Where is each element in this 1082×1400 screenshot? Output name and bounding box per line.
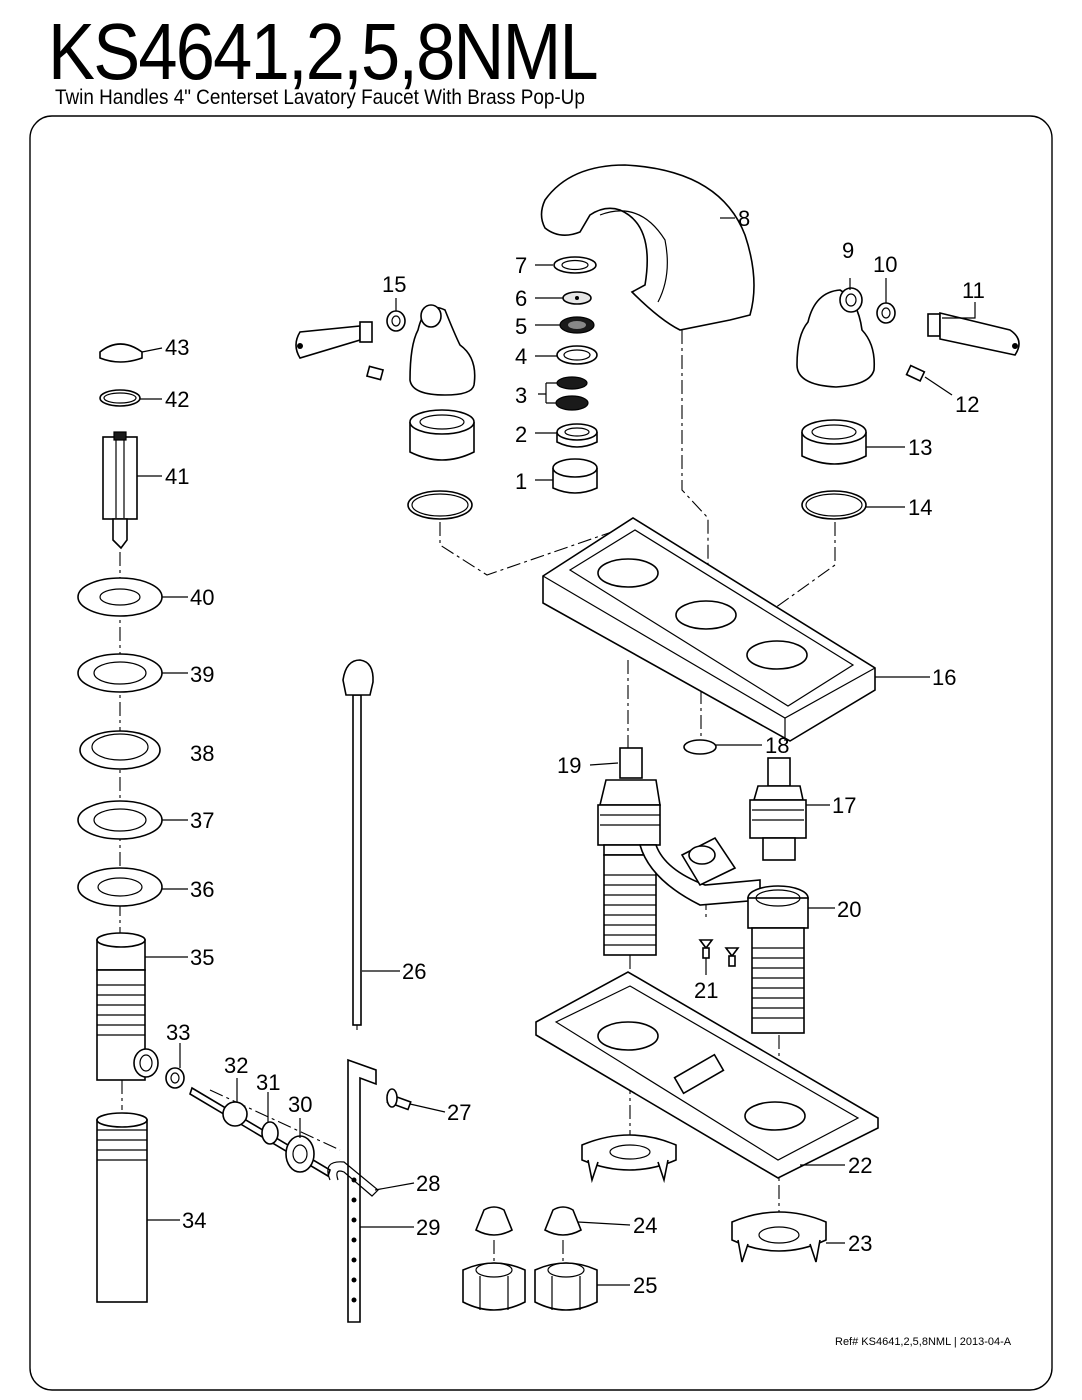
part-8-spout <box>540 164 755 331</box>
callout-33: 33 <box>166 1020 190 1045</box>
part-1-aerator-housing <box>552 458 598 494</box>
part-11-right-lever <box>927 311 1020 356</box>
part-41-stopper-body <box>102 431 138 550</box>
callout-20: 20 <box>837 897 861 922</box>
callout-35: 35 <box>190 945 214 970</box>
callout-37: 37 <box>190 808 214 833</box>
part-27-thumb-screw <box>386 1088 412 1111</box>
part-36-washer <box>77 867 163 907</box>
left-handle-lever <box>295 321 373 359</box>
callout-18: 18 <box>765 733 789 758</box>
mounting-nut-left <box>581 1134 677 1184</box>
callout-2: 2 <box>515 422 527 447</box>
callout-29: 29 <box>416 1215 440 1240</box>
diagram-frame <box>29 115 1053 1391</box>
callout-30: 30 <box>288 1092 312 1117</box>
callout-28: 28 <box>416 1171 440 1196</box>
part-23-mounting-nut <box>731 1211 827 1263</box>
callout-11: 11 <box>962 278 985 303</box>
model-number: KS4641,2,5,8NML <box>48 7 599 96</box>
callout-9: 9 <box>842 238 854 263</box>
part-29-clevis-strap <box>347 1058 377 1323</box>
part-38-washer <box>79 730 161 770</box>
part-21-screws <box>698 939 740 967</box>
callout-42: 42 <box>165 387 189 412</box>
callout-43: 43 <box>165 335 189 360</box>
callout-16: 16 <box>932 665 956 690</box>
callout-4: 4 <box>515 344 527 369</box>
callout-8: 8 <box>738 206 750 231</box>
part-25-coupling-nuts <box>462 1262 598 1311</box>
callout-19: 19 <box>557 753 581 778</box>
part-34-tailpiece <box>96 1112 148 1303</box>
part-20-waterway-body <box>603 836 809 1034</box>
callout-17: 17 <box>832 793 856 818</box>
callout-26: 26 <box>402 959 426 984</box>
callout-5: 5 <box>515 314 527 339</box>
part-16-deck-plate <box>542 517 876 742</box>
callout-numbers: 8 7 6 5 4 3 2 1 9 10 11 12 13 14 15 16 1… <box>165 206 985 1298</box>
part-9-right-handle-body <box>796 287 876 388</box>
callout-6: 6 <box>515 286 527 311</box>
part-10-washer <box>876 302 896 324</box>
part-24-compression-sleeves <box>474 1206 583 1236</box>
callout-10: 10 <box>873 252 897 277</box>
part-14-o-ring <box>801 490 867 520</box>
callout-36: 36 <box>190 877 214 902</box>
left-handle-body <box>365 304 476 396</box>
part-40-flange <box>77 577 163 617</box>
callout-23: 23 <box>848 1231 872 1256</box>
callout-34: 34 <box>182 1208 206 1233</box>
callout-21: 21 <box>694 978 718 1003</box>
callout-39: 39 <box>190 662 214 687</box>
part-26-lift-rod <box>342 659 374 1026</box>
callout-24: 24 <box>633 1213 657 1238</box>
callout-7: 7 <box>515 253 527 278</box>
part-2-aerator-body <box>556 423 598 448</box>
callout-41: 41 <box>165 464 189 489</box>
callout-13: 13 <box>908 435 932 460</box>
left-o-ring <box>407 490 473 520</box>
callout-40: 40 <box>190 585 214 610</box>
part-5-aerator-insert <box>559 316 595 334</box>
part-15-washer <box>386 310 406 332</box>
callout-27: 27 <box>447 1100 471 1125</box>
part-22-base-gasket <box>535 971 879 1179</box>
left-bonnet-nut <box>409 409 475 461</box>
part-3-gaskets <box>555 376 589 411</box>
part-12-set-screw <box>905 364 926 382</box>
part-28-spring-clip <box>327 1161 379 1197</box>
leader-lines <box>137 217 976 1286</box>
part-4-ring <box>556 345 598 365</box>
part-17-right-valve-cartridge <box>749 757 807 861</box>
callout-14: 14 <box>908 495 932 520</box>
part-19-left-valve-cartridge <box>597 747 661 846</box>
callout-31: 31 <box>256 1070 280 1095</box>
part-42-o-ring <box>99 389 141 407</box>
callout-25: 25 <box>633 1273 657 1298</box>
part-35-drain-body <box>96 932 159 1081</box>
part-7-washer <box>553 256 597 274</box>
part-43-stopper-cap <box>99 343 143 363</box>
part-37-washer <box>77 800 163 840</box>
callout-3: 3 <box>515 383 527 408</box>
callout-15: 15 <box>382 272 406 297</box>
part-13-bonnet-nut <box>801 419 867 465</box>
part-18-o-ring <box>683 739 717 755</box>
callout-12: 12 <box>955 392 979 417</box>
part-33-nut <box>165 1067 185 1089</box>
callout-32: 32 <box>224 1053 248 1078</box>
part-39-gasket <box>77 653 163 693</box>
product-description: Twin Handles 4" Centerset Lavatory Fauce… <box>55 86 585 109</box>
callout-1: 1 <box>515 469 527 494</box>
callout-38: 38 <box>190 741 214 766</box>
callout-22: 22 <box>848 1153 872 1178</box>
part-31-pivot-washer <box>261 1121 279 1145</box>
part-6-screen <box>562 291 592 305</box>
reference-number: Ref# KS4641,2,5,8NML | 2013-04-A <box>835 1336 1012 1348</box>
part-30-pivot-nut <box>285 1135 315 1173</box>
